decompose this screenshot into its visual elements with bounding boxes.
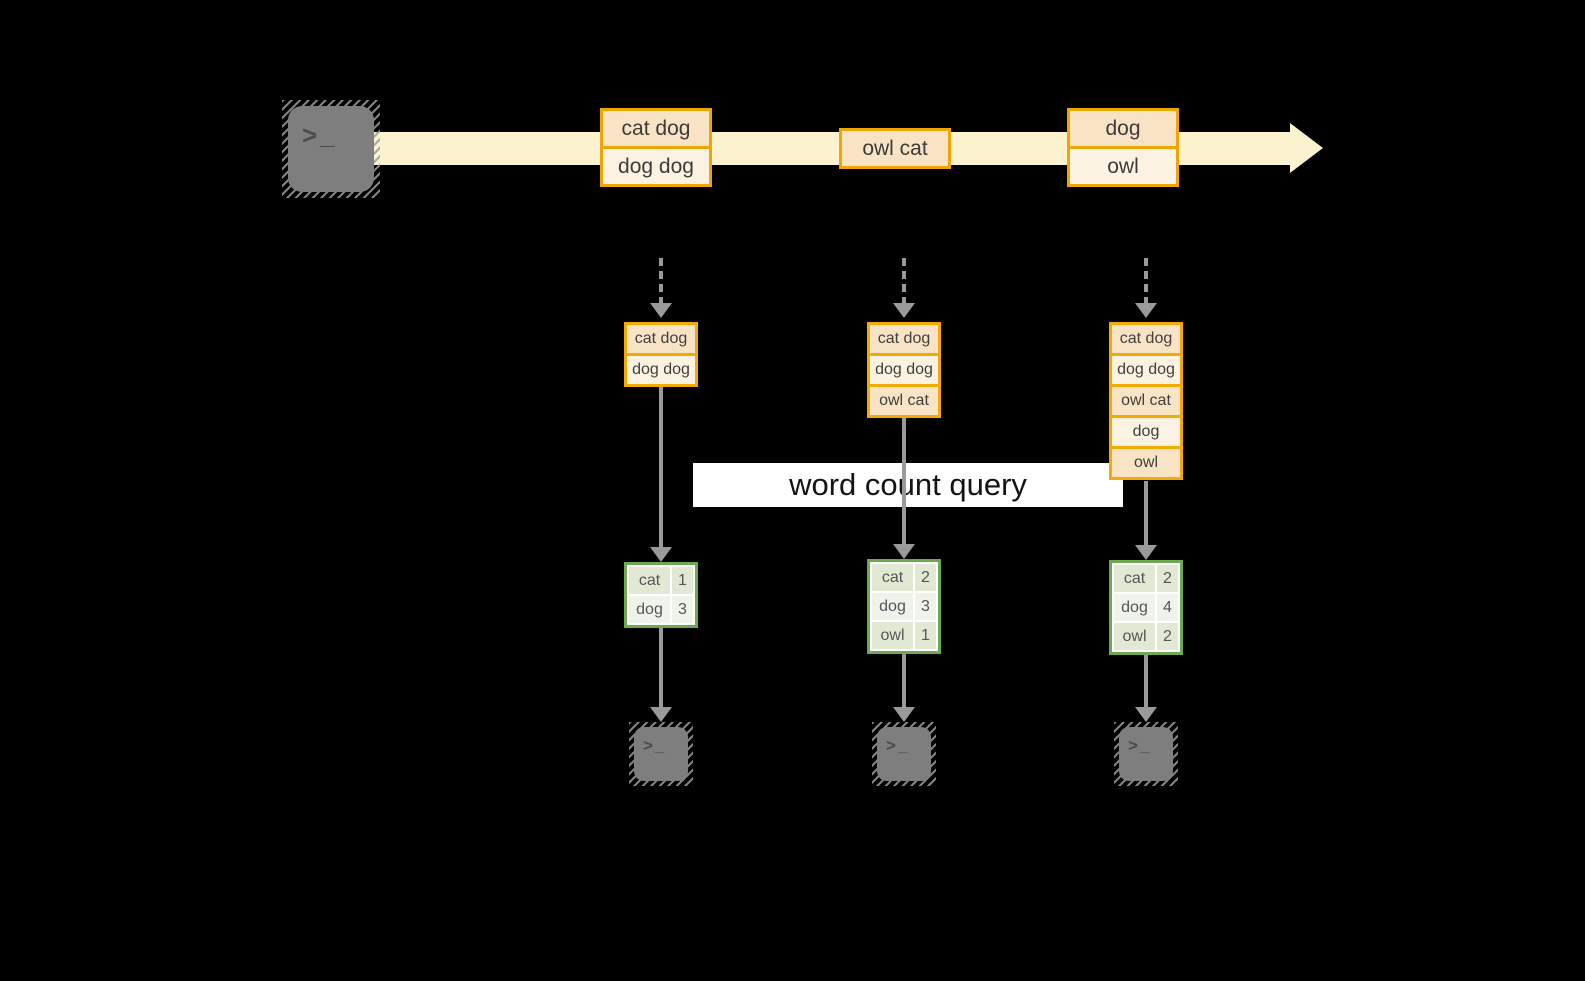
- buffer-row: dog dog: [870, 353, 938, 384]
- process-arrow-2: [892, 416, 916, 559]
- arrowhead-icon: [1135, 707, 1157, 722]
- process-arrow-3: [1134, 481, 1158, 560]
- table-cell-count: 1: [915, 622, 936, 649]
- terminal-prompt-glyph: >_: [302, 120, 338, 150]
- query-banner: word count query: [693, 463, 1123, 507]
- terminal-body: >_: [288, 106, 374, 192]
- message-line: cat dog: [603, 111, 709, 146]
- message-line: dog dog: [603, 146, 709, 184]
- output-terminal-icon-3: >_: [1114, 722, 1178, 786]
- terminal-prompt-glyph: >_: [886, 736, 910, 755]
- table-cell-count: 3: [915, 593, 936, 620]
- buffer-row: dog dog: [627, 353, 695, 384]
- buffer-row: cat dog: [870, 325, 938, 353]
- table-cell-word: dog: [629, 596, 670, 623]
- output-arrow-3: [1134, 655, 1158, 722]
- table-cell-word: cat: [872, 564, 913, 591]
- stream-arrowhead-icon: [1290, 123, 1323, 173]
- table-cell-count: 4: [1157, 594, 1178, 621]
- buffer-row: owl cat: [1112, 384, 1180, 415]
- table-cell-word: cat: [1114, 565, 1155, 592]
- table-cell-word: dog: [1114, 594, 1155, 621]
- table-cell-count: 1: [672, 567, 693, 594]
- arrowhead-icon: [650, 303, 672, 318]
- word-count-table-1: cat 1 dog 3: [624, 562, 698, 628]
- buffer-stack-1: cat dog dog dog: [624, 322, 698, 387]
- ingest-arrow-2: [892, 258, 916, 318]
- process-arrow-1: [649, 386, 673, 562]
- arrowhead-icon: [650, 547, 672, 562]
- table-cell-count: 2: [915, 564, 936, 591]
- buffer-stack-3: cat dog dog dog owl cat dog owl: [1109, 322, 1183, 480]
- message-line: owl: [1070, 146, 1176, 184]
- arrowhead-icon: [650, 707, 672, 722]
- ingest-arrow-1: [649, 258, 673, 318]
- stream-message-3: dog owl: [1067, 108, 1179, 187]
- arrowhead-icon: [893, 707, 915, 722]
- ingest-arrow-3: [1134, 258, 1158, 318]
- buffer-row: cat dog: [1112, 325, 1180, 353]
- buffer-row: dog: [1112, 415, 1180, 446]
- terminal-body: >_: [1119, 727, 1173, 781]
- terminal-body: >_: [877, 727, 931, 781]
- terminal-prompt-glyph: >_: [643, 736, 667, 755]
- table-cell-word: dog: [872, 593, 913, 620]
- output-arrow-1: [649, 628, 673, 722]
- output-terminal-icon-1: >_: [629, 722, 693, 786]
- table-cell-count: 3: [672, 596, 693, 623]
- arrowhead-icon: [1135, 303, 1157, 318]
- buffer-row: cat dog: [627, 325, 695, 353]
- stream-message-2: owl cat: [839, 128, 951, 169]
- buffer-row: dog dog: [1112, 353, 1180, 384]
- stream-message-1: cat dog dog dog: [600, 108, 712, 187]
- table-cell-count: 2: [1157, 565, 1178, 592]
- table-cell-word: cat: [629, 567, 670, 594]
- terminal-prompt-glyph: >_: [1128, 736, 1152, 755]
- buffer-row: owl: [1112, 446, 1180, 477]
- arrowhead-icon: [893, 303, 915, 318]
- source-terminal-icon: >_: [282, 100, 380, 198]
- word-count-table-2: cat 2 dog 3 owl 1: [867, 559, 941, 654]
- message-line: owl cat: [842, 131, 948, 166]
- arrowhead-icon: [893, 544, 915, 559]
- output-arrow-2: [892, 654, 916, 722]
- word-count-table-3: cat 2 dog 4 owl 2: [1109, 560, 1183, 655]
- message-line: dog: [1070, 111, 1176, 146]
- output-terminal-icon-2: >_: [872, 722, 936, 786]
- terminal-body: >_: [634, 727, 688, 781]
- buffer-stack-2: cat dog dog dog owl cat: [867, 322, 941, 418]
- arrowhead-icon: [1135, 545, 1157, 560]
- table-cell-count: 2: [1157, 623, 1178, 650]
- buffer-row: owl cat: [870, 384, 938, 415]
- table-cell-word: owl: [1114, 623, 1155, 650]
- table-cell-word: owl: [872, 622, 913, 649]
